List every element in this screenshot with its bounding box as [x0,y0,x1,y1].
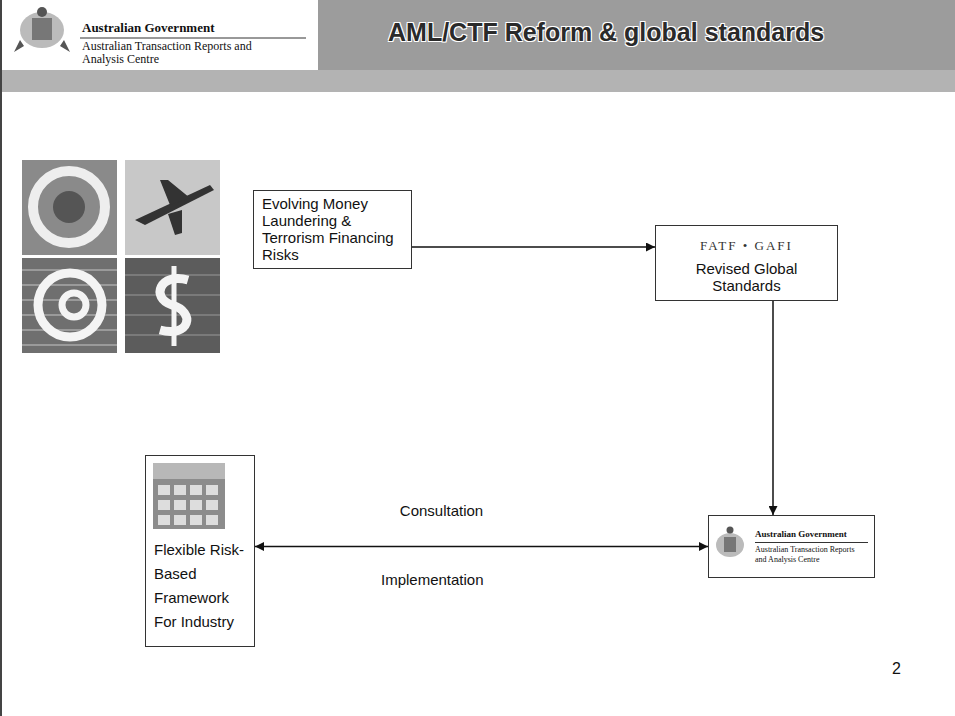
header-stripe [0,70,955,92]
page-number: 2 [892,660,901,678]
framework-box: Flexible Risk-Based Framework For Indust… [145,455,255,647]
header-band [318,0,955,70]
slide-title: AML/CTF Reform & global standards [388,18,824,47]
process-box: Evolving Money Laundering & Terrorism Fi… [253,190,412,269]
edge-label: Implementation [378,571,487,588]
connector-line [255,546,708,548]
photo-collage [22,160,220,353]
page-border [0,0,2,716]
agency-box: Australian GovernmentAustralian Transact… [708,515,875,578]
edge-label: Consultation [397,502,486,519]
building-photo [153,463,225,529]
logo-text: Australian Government [82,20,215,36]
node-text: Australian Transaction Reports and Analy… [755,545,868,565]
connector-line [412,246,655,248]
node-text: Evolving Money Laundering & Terrorism Fi… [262,195,405,263]
logo-rule [80,38,306,39]
node-text: Flexible Risk-Based Framework For Indust… [154,538,248,634]
node-text: FATF • GAFI [662,238,831,254]
node-text: Australian Government [755,529,868,543]
connector-arrow [412,247,655,248]
connector-arrow [255,546,708,547]
connector-line [772,301,774,515]
crest-icon [14,7,70,52]
node-text: Revised Global Standards [662,260,831,294]
logo-text: Australian Transaction Reports and Analy… [82,40,272,66]
connector-arrow [773,301,774,515]
crest-icon [716,527,744,558]
standards-box: FATF • GAFI Revised Global Standards [655,225,838,301]
